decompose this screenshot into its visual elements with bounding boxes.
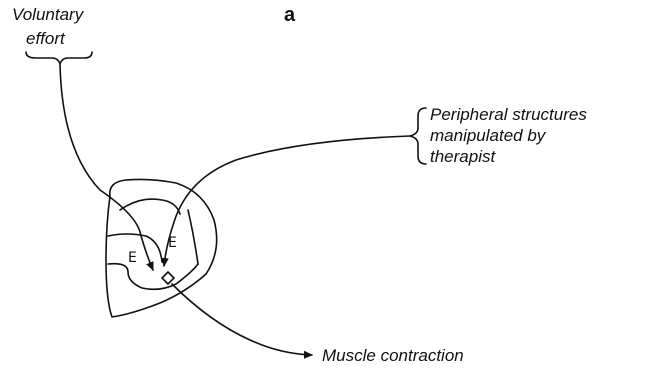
peripheral-line3: therapist <box>430 147 496 166</box>
muscle-contraction-label: Muscle contraction <box>322 346 464 365</box>
peripheral-line2: manipulated by <box>430 126 547 145</box>
voluntary-effort-line2: effort <box>26 29 66 48</box>
region-e-left: E <box>128 250 137 266</box>
muscle-arrow <box>172 284 312 355</box>
motor-neuron <box>162 272 174 284</box>
peripheral-line1: Peripheral structures <box>430 105 587 124</box>
peripheral-arrow <box>164 136 410 266</box>
peripheral-brace <box>410 108 426 164</box>
grey-matter-upper <box>120 199 180 214</box>
grey-matter-right-horn <box>188 210 198 264</box>
grey-matter <box>108 264 198 290</box>
voluntary-effort-line1: Voluntary <box>12 5 85 24</box>
panel-label: a <box>284 4 296 26</box>
voluntary-brace <box>26 52 92 64</box>
